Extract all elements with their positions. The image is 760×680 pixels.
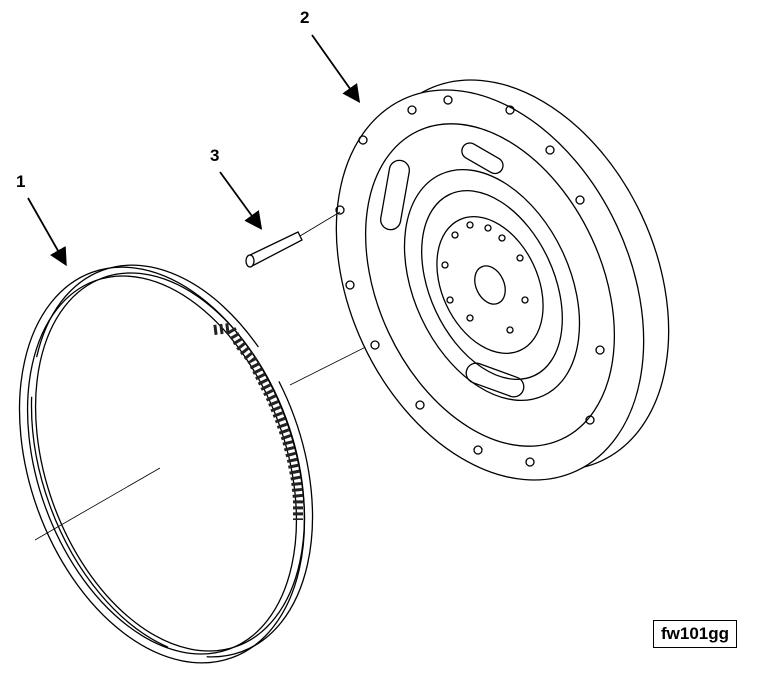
gear-teeth [213, 322, 303, 520]
callout-3: 3 [210, 146, 220, 165]
center-line [34, 467, 161, 541]
ring-gear [18, 264, 314, 664]
capscrew [245, 211, 341, 268]
flywheel [335, 79, 670, 481]
callout-arrow-2 [311, 34, 361, 103]
callout-arrow-3 [219, 171, 263, 230]
figure-id-label: fw101gg [653, 620, 737, 648]
callout-arrow-1 [27, 197, 67, 267]
callout-1: 1 [16, 172, 26, 191]
callout-2: 2 [300, 8, 310, 27]
bolt-holes [335, 95, 605, 467]
